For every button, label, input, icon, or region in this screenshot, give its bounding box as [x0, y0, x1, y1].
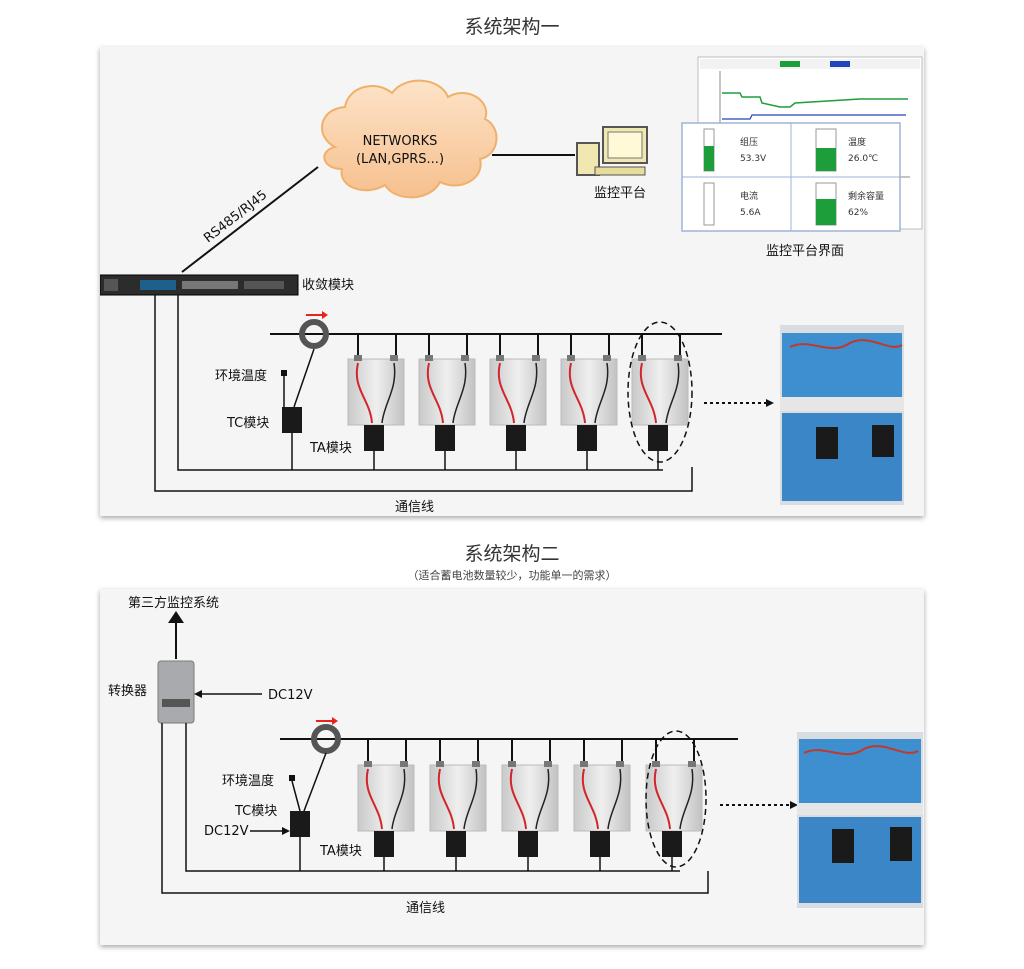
env-temp-label-2: 环境温度: [222, 773, 274, 789]
battery: [631, 333, 689, 426]
section1-title: 系统架构一: [464, 16, 560, 38]
battery: [347, 333, 405, 426]
collector-module: [100, 274, 299, 296]
ui-card-current-value: 5.6A: [740, 208, 761, 218]
collector-label: 收敛模块: [302, 277, 354, 293]
current-sensor-icon: [299, 319, 329, 349]
monitor-ui-cards: 组压 53.3V 温度 26.0℃ 电流 5.6A 剩余容量 62%: [681, 122, 901, 232]
ui-card-capacity-name: 剩余容量: [848, 190, 884, 202]
ui-card-capacity-value: 62%: [848, 208, 868, 218]
computer-icon: [576, 126, 648, 176]
tc-module-label-2: TC模块: [234, 804, 277, 819]
current-sensor-icon-2: [311, 724, 341, 754]
ui-card-temp-name: 温度: [848, 136, 866, 148]
architecture-panel-1: NETWORKS (LAN,GPRS...) RS485/RJ45 监控平台: [100, 47, 924, 516]
highlight-ellipse: [627, 321, 693, 463]
network-cloud: NETWORKS (LAN,GPRS...): [321, 79, 498, 199]
rs485-label: RS485/RJ45: [201, 188, 270, 247]
highlight-ellipse-2: [645, 730, 707, 868]
ta-module: [374, 831, 394, 857]
tc-module: [282, 407, 302, 433]
ui-card-temp-value: 26.0℃: [848, 154, 878, 164]
tc-module-2: [290, 811, 310, 837]
upward-arrow-icon: [168, 611, 184, 623]
ta-module: [662, 831, 682, 857]
section2-title: 系统架构二: [464, 543, 560, 565]
ui-card-current-name: 电流: [740, 190, 758, 202]
dc-label-bottom: DC12V: [204, 824, 249, 839]
battery-string-1: [347, 333, 689, 470]
ta-module: [364, 425, 384, 451]
ta-module: [577, 425, 597, 451]
comm-line-inner-2: [185, 723, 680, 872]
ta-module-label-2: TA模块: [319, 844, 362, 859]
dc-label-top: DC12V: [268, 688, 313, 703]
section2-subtitle: （适合蓄电池数量较少，功能单一的需求）: [407, 569, 617, 582]
ui-card-voltage-name: 组压: [740, 136, 758, 148]
ta-module-label: TA模块: [309, 441, 352, 456]
comm-line-inner: [177, 295, 663, 471]
battery-string-2: [357, 738, 703, 871]
battery: [645, 738, 703, 832]
comm-line-label-2: 通信线: [406, 901, 445, 916]
battery: [560, 333, 618, 426]
battery-installation-photo: [780, 325, 904, 505]
ta-module: [648, 425, 668, 451]
ta-module: [435, 425, 455, 451]
env-temp-label: 环境温度: [215, 368, 267, 384]
comm-line-outer: [154, 295, 693, 492]
cloud-to-collector-line: [181, 166, 319, 273]
tc-module-label: TC模块: [226, 416, 269, 431]
battery-installation-photo-2: [797, 732, 923, 908]
converter-label: 转换器: [108, 684, 147, 699]
temp-probe-icon-2: [289, 775, 295, 781]
architecture-panel-2: 第三方监控系统 转换器 DC12V 环境温度: [100, 589, 924, 945]
cloud-title: NETWORKS: [363, 134, 438, 149]
comm-line-label: 通信线: [395, 500, 434, 515]
third-party-label: 第三方监控系统: [128, 595, 219, 611]
ta-module: [590, 831, 610, 857]
ta-module: [446, 831, 466, 857]
battery: [418, 333, 476, 426]
monitor-platform-label: 监控平台: [594, 186, 646, 201]
battery: [357, 738, 415, 832]
ui-card-voltage-value: 53.3V: [740, 154, 767, 164]
temp-probe-icon: [281, 370, 287, 376]
battery: [429, 738, 487, 832]
comm-line-outer-2: [161, 723, 709, 894]
ta-module: [506, 425, 526, 451]
battery: [573, 738, 631, 832]
battery: [489, 333, 547, 426]
converter-device: [157, 660, 195, 724]
battery: [501, 738, 559, 832]
ta-module: [518, 831, 538, 857]
monitor-ui-label: 监控平台界面: [766, 244, 844, 259]
cloud-subtitle: (LAN,GPRS...): [356, 152, 444, 167]
